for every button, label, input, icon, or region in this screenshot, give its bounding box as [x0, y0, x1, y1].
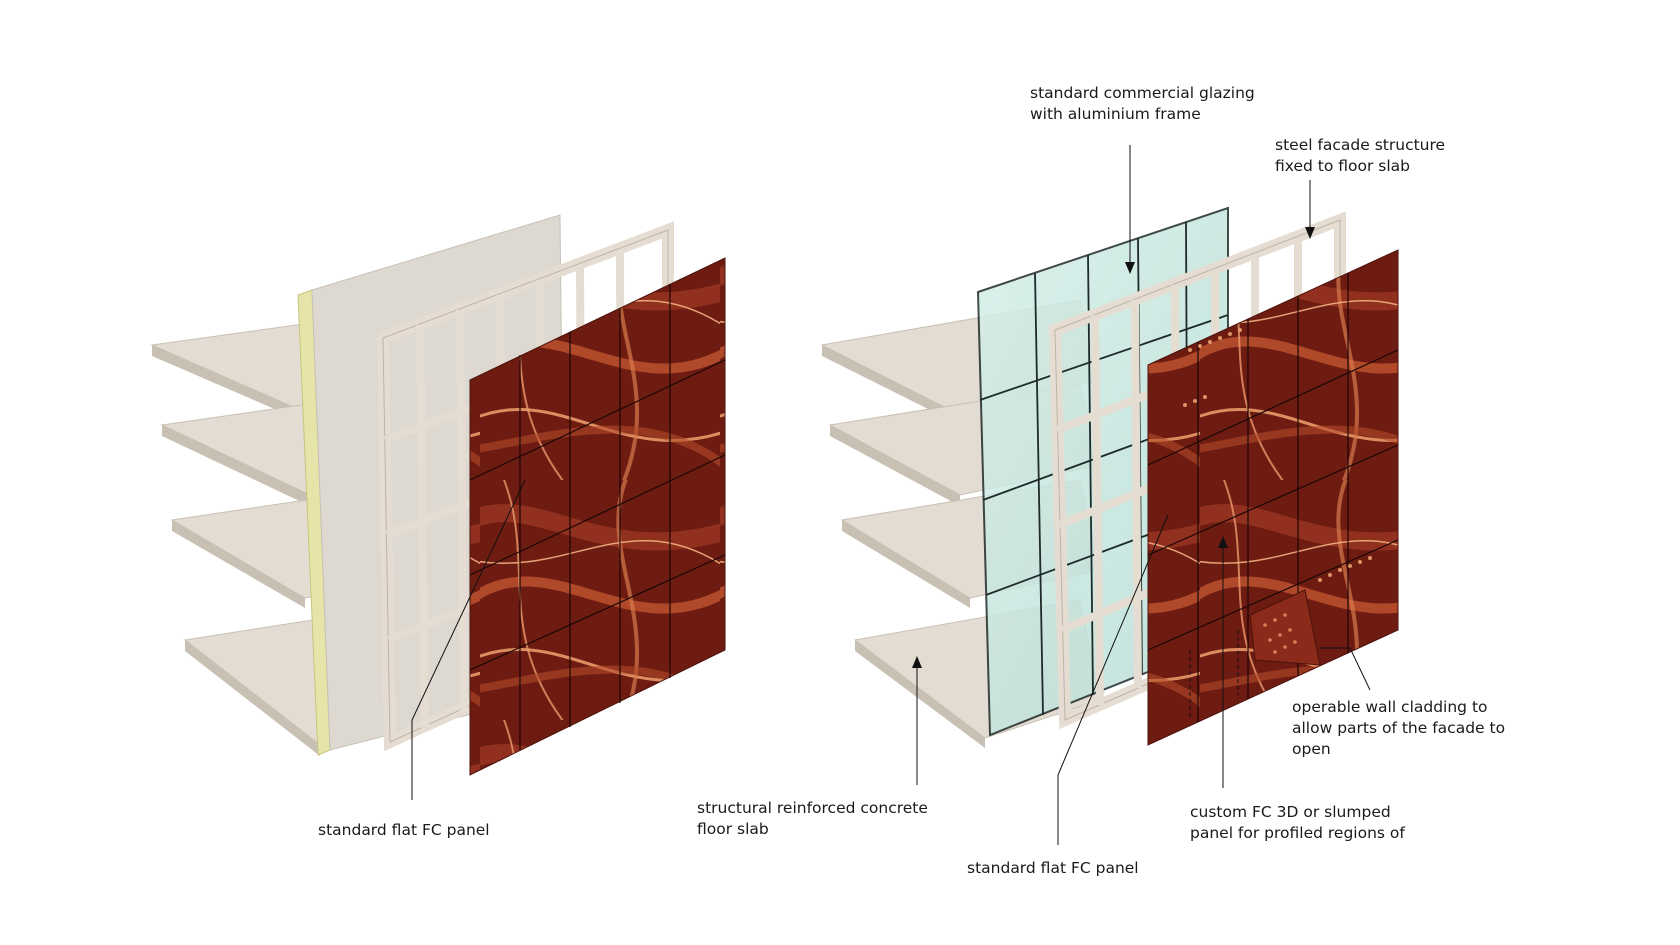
glazing-leader-arrow [1125, 262, 1135, 274]
operable-cladding-leader [1320, 647, 1371, 691]
label-left-flat-panel: standard flat FC panel [318, 821, 490, 839]
label-glazing: standard commercial glazing with alumini… [1030, 84, 1255, 123]
left-fc-panel-joints [469, 284, 726, 750]
left-fc-panel [469, 257, 726, 776]
custom-panel-leader-arrow [1218, 536, 1228, 548]
left-frame-mullion-2 [456, 309, 468, 713]
right-fc-panel [1147, 249, 1399, 746]
concrete-slab-leader-arrow [912, 656, 922, 668]
left-slab-1-edge [152, 345, 300, 420]
label-concrete-slab: structural reinforced concrete floor sla… [697, 799, 928, 838]
operable-cladding-flap [1249, 589, 1321, 666]
perforation-dots [1183, 328, 1372, 582]
right-flat-panel-leader-diag [1057, 514, 1169, 776]
operable-cladding-face [1249, 589, 1321, 666]
right-assembly [820, 145, 1399, 845]
label-right-flat-panel: standard flat FC panel [967, 859, 1139, 877]
right-slab-3-edge [842, 520, 970, 608]
label-operable-cladding: operable wall cladding to allow parts of… [1292, 698, 1506, 758]
label-steel-structure: steel facade structure fixed to floor sl… [1275, 136, 1446, 175]
left-assembly [150, 214, 726, 800]
left-slab-2-edge [162, 425, 310, 506]
left-flat-panel-leader-diag [411, 479, 526, 721]
label-custom-panel: custom FC 3D or slumped panel for profil… [1190, 803, 1405, 842]
right-slab-4-edge [855, 640, 985, 748]
steel-structure-leader-arrow [1305, 227, 1315, 239]
right-fc-panel-face [1147, 249, 1399, 746]
left-fc-panel-face [469, 257, 726, 776]
left-frame-mullion-1 [416, 324, 429, 729]
operable-cladding-perforations [1263, 613, 1297, 654]
right-slab-1-edge [822, 345, 950, 420]
right-slab-2-edge [830, 425, 960, 506]
left-slab-4-edge [185, 640, 320, 756]
left-slab-3-edge [172, 520, 305, 608]
